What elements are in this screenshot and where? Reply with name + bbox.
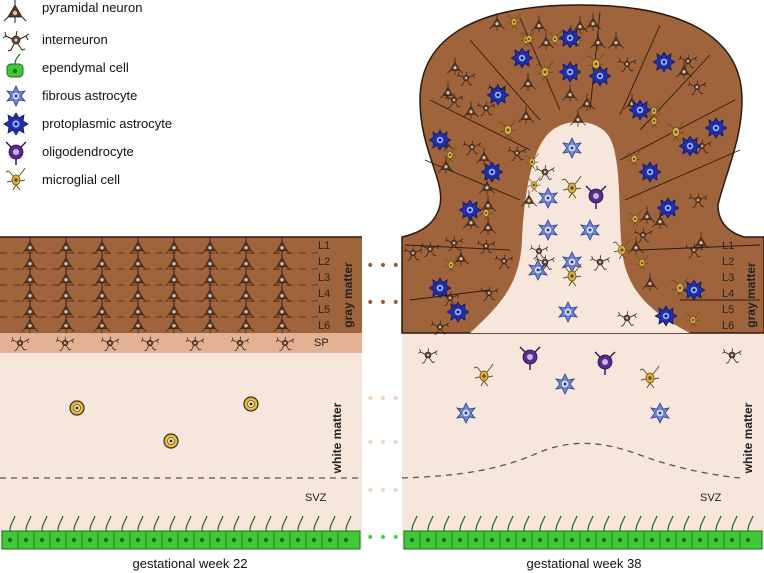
layer-label-L1-gw38: L1	[722, 240, 734, 252]
layer-label-L5-gw38: L5	[722, 304, 734, 316]
svg-text:• • •: • • •	[366, 258, 400, 274]
legend-label-interneuron: interneuron	[42, 32, 108, 47]
caption-gw38: gestational week 38	[527, 556, 642, 571]
svz-boundary-gw38	[401, 442, 741, 479]
gyrus-white-matter-core	[470, 121, 690, 333]
gray-matter-fibers	[404, 11, 761, 301]
subplate-region	[0, 333, 362, 353]
layer-label-L2-gw38: L2	[722, 256, 734, 268]
legend: pyramidal neuron interneuron ependymal c…	[2, 0, 172, 191]
white-matter-label-gw38: white matter	[741, 402, 755, 474]
white-matter-label: white matter	[330, 402, 344, 474]
layer-label-L4-gw38: L4	[722, 288, 734, 300]
gray-matter-label: gray matter	[341, 262, 355, 328]
protoplasmic-astrocyte-icon	[3, 112, 29, 136]
legend-label-microglial-cell: microglial cell	[42, 172, 120, 187]
layer-label-L6-gw38: L6	[722, 320, 734, 332]
interneuron-icon	[2, 30, 30, 52]
microglial-cell-icon	[5, 167, 26, 191]
layer-label-L3: L3	[318, 272, 330, 284]
layer-label-L1: L1	[318, 240, 330, 252]
legend-label-fibrous-astrocyte: fibrous astrocyte	[42, 88, 137, 103]
layer-label-L4: L4	[318, 288, 330, 300]
white-matter-region	[0, 353, 362, 549]
ependymal-layer	[1, 515, 361, 550]
ependymal-cell-icon	[6, 53, 24, 78]
svg-text:• • •: • • •	[366, 483, 400, 499]
gray-matter-label-gw38: gray matter	[744, 262, 758, 328]
layer-boundaries	[0, 252, 318, 318]
svz-label-gw38: SVZ	[700, 492, 722, 504]
white-matter-region-gw38	[402, 333, 764, 549]
layer-label-L6: L6	[318, 320, 330, 332]
layer-label-L2: L2	[318, 256, 330, 268]
ependymal-layer-gw38	[403, 515, 763, 550]
layer-label-L3-gw38: L3	[722, 272, 734, 284]
neuron-columns	[21, 236, 291, 334]
svg-text:• • •: • • •	[366, 391, 400, 407]
sp-label: SP	[314, 337, 329, 349]
legend-label-pyramidal-neuron: pyramidal neuron	[42, 0, 142, 15]
svg-text:• • •: • • •	[366, 530, 400, 546]
svz-label: SVZ	[305, 492, 327, 504]
connector-dots: • • • • • • • • • • • • • • • • • •	[366, 258, 400, 546]
svg-text:• • •: • • •	[366, 295, 400, 311]
oligodendrocyte-icon	[5, 141, 27, 166]
fibrous-astrocyte-icon	[6, 85, 26, 107]
layer-label-L5: L5	[318, 304, 330, 316]
svg-text:• • •: • • •	[366, 435, 400, 451]
caption-gw22: gestational week 22	[133, 556, 248, 571]
legend-label-ependymal-cell: ependymal cell	[42, 60, 129, 75]
legend-label-protoplasmic-astrocyte: protoplasmic astrocyte	[42, 116, 172, 131]
pyramidal-neuron-icon	[3, 0, 27, 24]
legend-label-oligodendrocyte: oligodendrocyte	[42, 144, 134, 159]
